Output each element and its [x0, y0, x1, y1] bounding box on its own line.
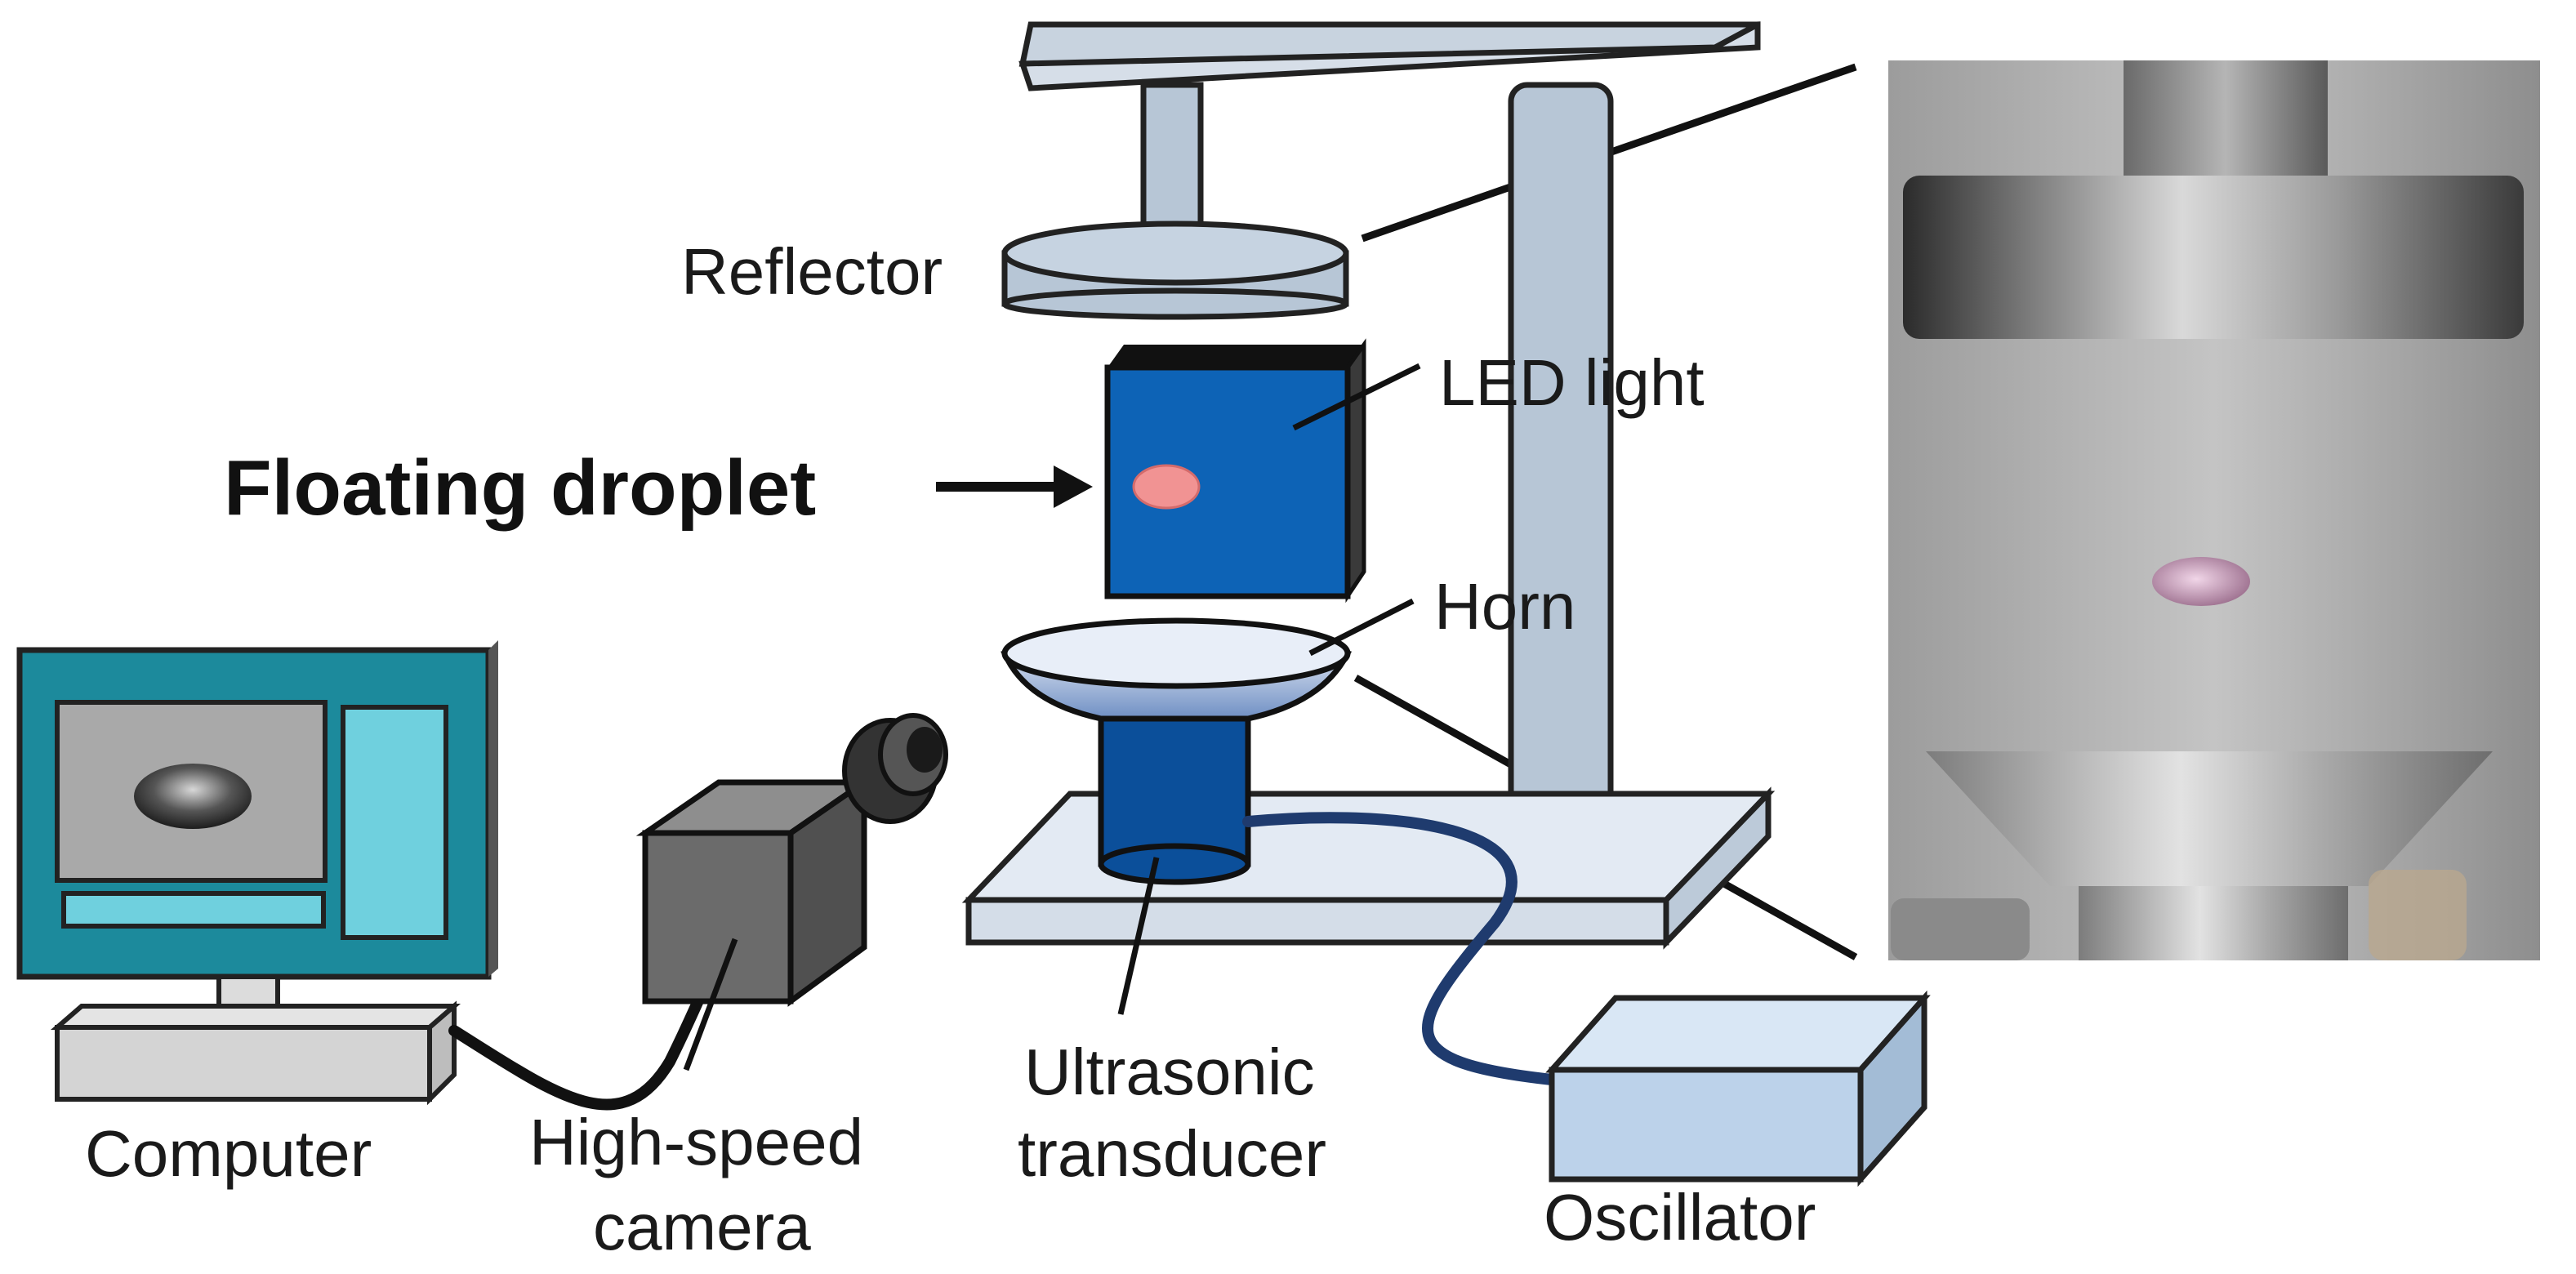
photo-base-block	[1891, 898, 2030, 960]
reflector-rod	[1140, 82, 1204, 243]
camera-label: camera	[593, 1191, 811, 1263]
support-pillar	[1508, 82, 1614, 864]
photo-horn-stem	[2079, 886, 2348, 960]
computer-base	[55, 1025, 432, 1102]
horn-label: Horn	[1434, 570, 1575, 643]
reflector-label: Reflector	[681, 235, 943, 308]
horn-pointer	[1308, 598, 1415, 657]
high-speed-label: High-speed	[529, 1106, 863, 1178]
screen-side-panel	[341, 705, 448, 940]
floating-droplet-label: Floating droplet	[224, 444, 816, 532]
oscillator-box	[1545, 990, 1931, 1187]
screen-blob-icon	[134, 764, 252, 829]
transducer-cable	[1242, 812, 1558, 1085]
transducer-pointer	[1117, 857, 1160, 1015]
levitation-photo	[1888, 60, 2540, 960]
photo-horn	[1926, 751, 2493, 886]
ultrasonic-transducer	[1098, 701, 1251, 885]
high-speed-camera	[635, 713, 948, 1007]
ultrasonic-label: Ultrasonic	[1024, 1036, 1315, 1108]
camera-pointer	[683, 938, 738, 1071]
reflector-disc	[1001, 220, 1349, 320]
droplet-arrow-icon	[936, 466, 1093, 508]
led-light-label: LED light	[1439, 346, 1705, 419]
led-light-pointer	[1292, 363, 1421, 431]
droplet-icon	[1132, 464, 1201, 510]
photo-screw	[2369, 870, 2467, 960]
camera-lens-icon	[842, 713, 948, 824]
horn	[1001, 617, 1353, 722]
top-beam	[1018, 21, 1761, 91]
transducer-label: transducer	[1018, 1117, 1326, 1190]
photo-droplet	[2152, 557, 2250, 606]
computer	[16, 640, 498, 1106]
photo-reflector-rod	[2124, 60, 2328, 191]
screen-bar	[61, 891, 326, 929]
photo-reflector-disc	[1903, 176, 2524, 339]
oscillator-label: Oscillator	[1544, 1181, 1816, 1254]
computer-label: Computer	[85, 1117, 372, 1190]
